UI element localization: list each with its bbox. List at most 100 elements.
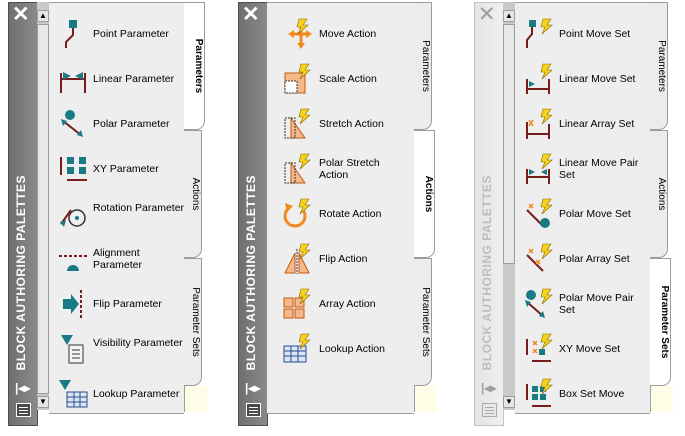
tool-label: Rotate Action [319,208,382,220]
close-icon[interactable]: ✕ [242,3,260,26]
tool-item[interactable]: Lookup Parameter [49,373,184,418]
tool-list: Point Move Set Linear Move Set Linear Ar… [515,2,650,414]
tool-label: Point Parameter [93,28,169,40]
palette-titlebar[interactable]: ✕ BLOCK AUTHORING PALETTES |◂▸ [474,2,504,426]
tool-item[interactable]: Point Parameter [49,13,184,58]
tab-actions[interactable]: Actions [184,130,202,258]
tool-label: Flip Parameter [93,298,162,310]
tab-parameters[interactable]: Parameters [184,2,205,130]
scroll-up-button[interactable]: ▲ [503,10,515,22]
tool-item[interactable]: Linear Move Set [515,58,650,103]
scrollbar[interactable]: ▲ ▼ [37,2,49,410]
tool-item[interactable]: Polar Array Set [515,238,650,283]
tool-item[interactable]: Box Set Move [515,373,650,418]
properties-menu-icon[interactable] [246,403,261,417]
tool-item[interactable]: Scale Action [267,58,402,103]
scrollbar[interactable]: ▲ ▼ [503,2,515,410]
close-icon[interactable]: ✕ [12,3,30,26]
tool-label: Polar Move Set [559,208,631,220]
tab-actions[interactable]: Actions [414,130,435,258]
tab-label: Actions [423,175,434,213]
move-action-icon [288,18,312,49]
tab-actions[interactable]: Actions [650,130,668,258]
tool-item[interactable]: Polar Parameter [49,103,184,148]
point-move-set-icon [526,18,553,48]
tab-parameter-sets[interactable]: Parameter Sets [184,258,202,386]
properties-menu-icon[interactable] [482,403,497,417]
tool-label: Lookup Parameter [93,388,180,400]
tool-item[interactable]: Rotate Action [267,193,402,238]
properties-menu-icon[interactable] [16,403,31,417]
auto-hide-icon[interactable]: |◂▸ [15,381,31,395]
parameter-sets-palette: ✕ BLOCK AUTHORING PALETTES |◂▸ ▲ ▼ Point… [472,0,677,436]
palette-footer [184,386,207,412]
linear-move-set-icon [526,63,553,94]
scale-action-icon [284,63,311,94]
alignment-parameter-icon [59,255,89,271]
tool-item[interactable]: Polar Move Set [515,193,650,238]
tab-label: Parameters [420,40,431,92]
palette-titlebar[interactable]: ✕ BLOCK AUTHORING PALETTES |◂▸ [238,2,268,426]
tool-label: XY Move Set [559,343,621,355]
lookup-parameter-icon [59,380,88,408]
palette-titlebar[interactable]: ✕ BLOCK AUTHORING PALETTES |◂▸ [8,2,38,426]
tool-label: XY Parameter [93,163,159,175]
rotate-action-icon [283,198,311,228]
scroll-thumb[interactable] [37,24,49,394]
tool-label: Linear Array Set [559,118,635,130]
tab-parameter-sets[interactable]: Parameter Sets [414,258,432,386]
xy-parameter-icon [60,157,87,181]
tool-label: Polar Stretch Action [319,157,380,181]
polar-stretch-action-icon [284,153,311,184]
tool-item[interactable]: Linear Array Set [515,103,650,148]
lookup-action-icon [283,333,311,363]
xy-move-set-icon [526,333,553,362]
tool-item[interactable]: Point Move Set [515,13,650,58]
auto-hide-icon[interactable]: |◂▸ [481,381,497,395]
tool-item[interactable]: Lookup Action [267,328,402,373]
palette-title: BLOCK AUTHORING PALETTES [14,174,28,370]
tool-label: Polar Array Set [559,253,630,265]
tool-item[interactable]: Move Action [267,13,402,58]
point-parameter-icon [65,20,77,48]
tool-item[interactable]: Visibility Parameter [49,328,184,373]
tab-parameters[interactable]: Parameters [650,2,668,130]
palette-title: BLOCK AUTHORING PALETTES [480,174,494,370]
tab-parameters[interactable]: Parameters [414,2,432,130]
tab-parameter-sets[interactable]: Parameter Sets [650,258,671,386]
tool-item[interactable]: Linear Parameter [49,58,184,103]
polar-move-set-icon [526,198,553,228]
tool-item[interactable]: Polar Stretch Action [267,148,402,193]
palette-title: BLOCK AUTHORING PALETTES [244,174,258,370]
scroll-down-button[interactable]: ▼ [503,396,515,408]
tool-item[interactable]: Rotation Parameter [49,193,184,238]
tool-item[interactable]: Flip Action [267,238,402,283]
tool-list: Move Action Scale Action Stretch Action … [267,2,414,414]
flip-action-icon [284,243,311,274]
parameters-palette: ✕ BLOCK AUTHORING PALETTES |◂▸ ▲ ▼ Point… [6,0,211,436]
tool-label: Flip Action [319,253,368,265]
tool-item[interactable]: Flip Parameter [49,283,184,328]
tool-label: Point Move Set [559,28,631,40]
close-icon[interactable]: ✕ [478,3,496,26]
tool-label: Polar Move Pair Set [559,292,634,316]
polar-parameter-icon [61,110,83,137]
tool-label: Linear Move Set [559,73,636,85]
tool-item[interactable]: XY Parameter [49,148,184,193]
auto-hide-icon[interactable]: |◂▸ [245,381,261,395]
palette-footer [650,386,673,412]
tool-label: Visibility Parameter [93,337,183,349]
scroll-thumb[interactable] [503,24,515,264]
tool-item[interactable]: Stretch Action [267,103,402,148]
tool-label: Stretch Action [319,118,384,130]
scroll-up-button[interactable]: ▲ [37,10,49,22]
tool-item[interactable]: Array Action [267,283,402,328]
box-set-move-icon [526,378,553,407]
linear-parameter-icon [60,72,86,93]
tool-item[interactable]: Polar Move Pair Set [515,283,650,328]
tool-item[interactable]: XY Move Set [515,328,650,373]
tool-item[interactable]: Linear Move Pair Set [515,148,650,193]
tool-item[interactable]: Alignment Parameter [49,238,184,283]
palette-footer [414,386,437,412]
scroll-down-button[interactable]: ▼ [37,396,49,408]
